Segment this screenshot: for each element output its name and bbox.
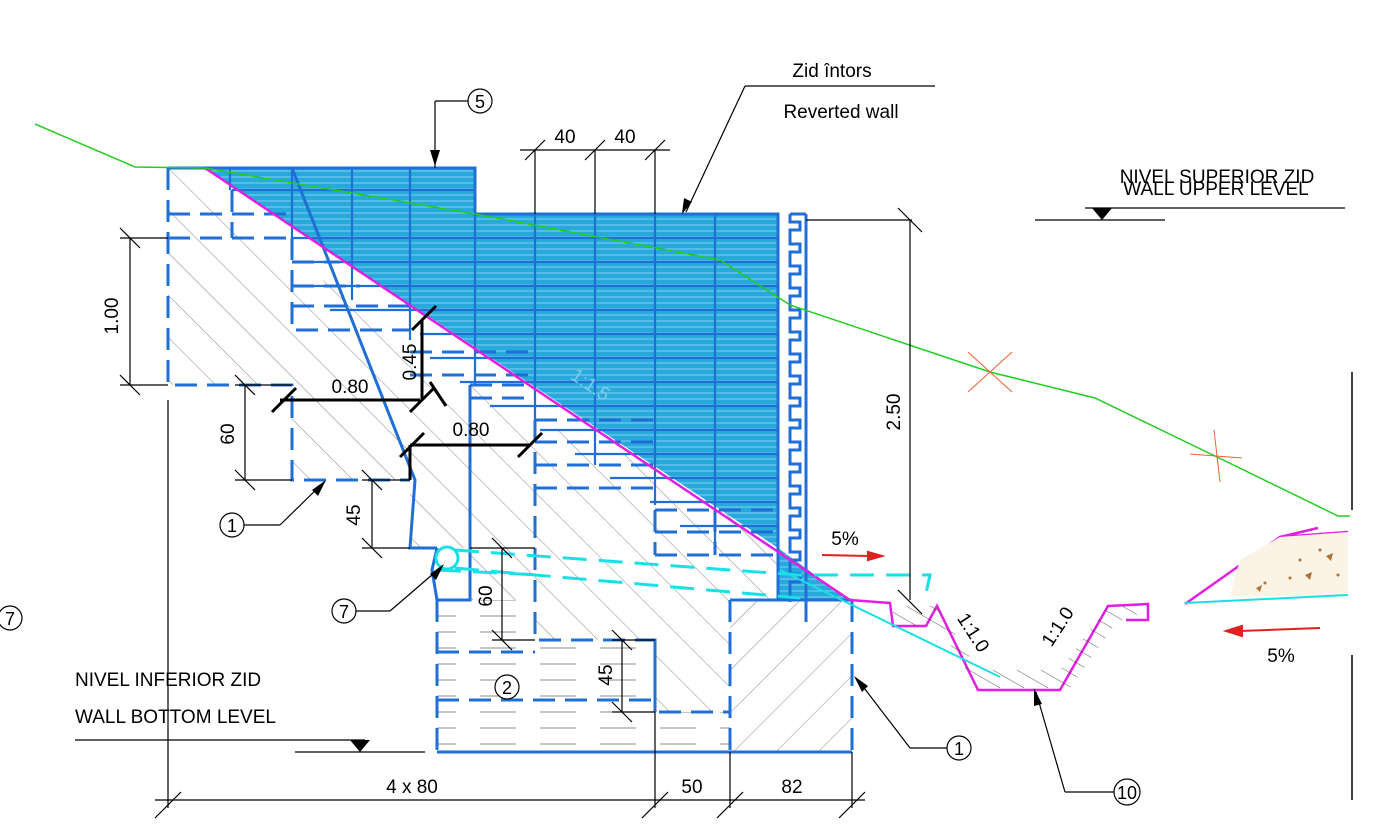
callout-7a: 7 [0,605,23,631]
dim-60-b: 60 [470,537,535,651]
callout-1a: 1 [219,480,326,538]
dim-bottom-chain: 4 x 80 50 82 [154,400,866,819]
dim-080b-label: 0.80 [453,420,490,441]
callout-7a-label: 7 [5,609,15,629]
drain-slope-1: 5% [831,529,859,550]
reverted-wall-en: Reverted wall [783,102,898,123]
callout-2-label: 2 [502,678,512,698]
upper-level-en-text: WALL UPPER LEVEL [1123,179,1309,200]
dim-250-label: 2.50 [884,394,905,431]
ditch-slope-right: 1:1.0 [1038,604,1079,651]
drain-pipes [434,545,1349,678]
callout-7b: 7 [331,564,444,624]
dim-0-80-a: 0.80 0.45 [270,304,448,414]
dim-45b-label: 45 [596,664,617,685]
dim-080a-label: 0.80 [332,377,369,398]
callout-1b-label: 1 [954,739,964,759]
callout-1a-label: 1 [227,516,237,536]
dim-45-a: 45 [344,469,410,559]
terrain-line [34,123,1350,517]
dim-2-50: 2.50 [806,207,923,615]
dim-60b-label: 60 [476,585,497,606]
reverted-wall-leader [682,85,935,214]
callout-10-label: 10 [1117,783,1137,803]
dim-50-label: 50 [681,777,702,798]
callout-2: 2 [494,674,520,700]
survey-marks [967,351,1243,483]
dim-4x80-label: 4 x 80 [386,777,438,798]
dim-0-80-b: 0.80 [398,420,544,480]
dim-82-label: 82 [781,777,802,798]
dim-1-00: 1.00 [102,227,168,396]
slope-arrows [821,550,1321,638]
callout-1b: 1 [854,676,972,761]
callout-10: 10 [1034,688,1141,806]
drain-slope-2: 5% [1267,646,1295,667]
dim-100-label: 1.00 [102,298,123,335]
dim-45a-label: 45 [344,504,365,525]
ditch [893,606,1148,688]
gravel-fill [1230,532,1348,596]
callout-7b-label: 7 [339,602,349,622]
upper-level-ro: NIVEL SUPERIOR ZID [1120,167,1315,188]
callout-5-label: 5 [475,92,485,112]
dim-40b-label: 40 [614,127,635,148]
reverted-wall-ro: Zid întors [792,61,871,82]
upper-level-mark: NIVEL SUPERIOR ZID [1035,167,1345,221]
dim-60-a: 60 [218,374,292,491]
bottom-level-en: WALL BOTTOM LEVEL [75,707,276,728]
dim-60a-label: 60 [218,423,239,444]
soil-hatch [168,168,852,752]
callout-5: 5 [430,88,493,168]
dim-45-b: 45 [596,629,655,723]
bottom-level-mark [75,739,425,753]
dim-40-40: 40 40 [520,127,670,214]
bottom-level-ro: NIVEL INFERIOR ZID [75,670,261,691]
dim-40a-label: 40 [554,127,575,148]
dim-045a-label: 0.45 [400,344,421,381]
